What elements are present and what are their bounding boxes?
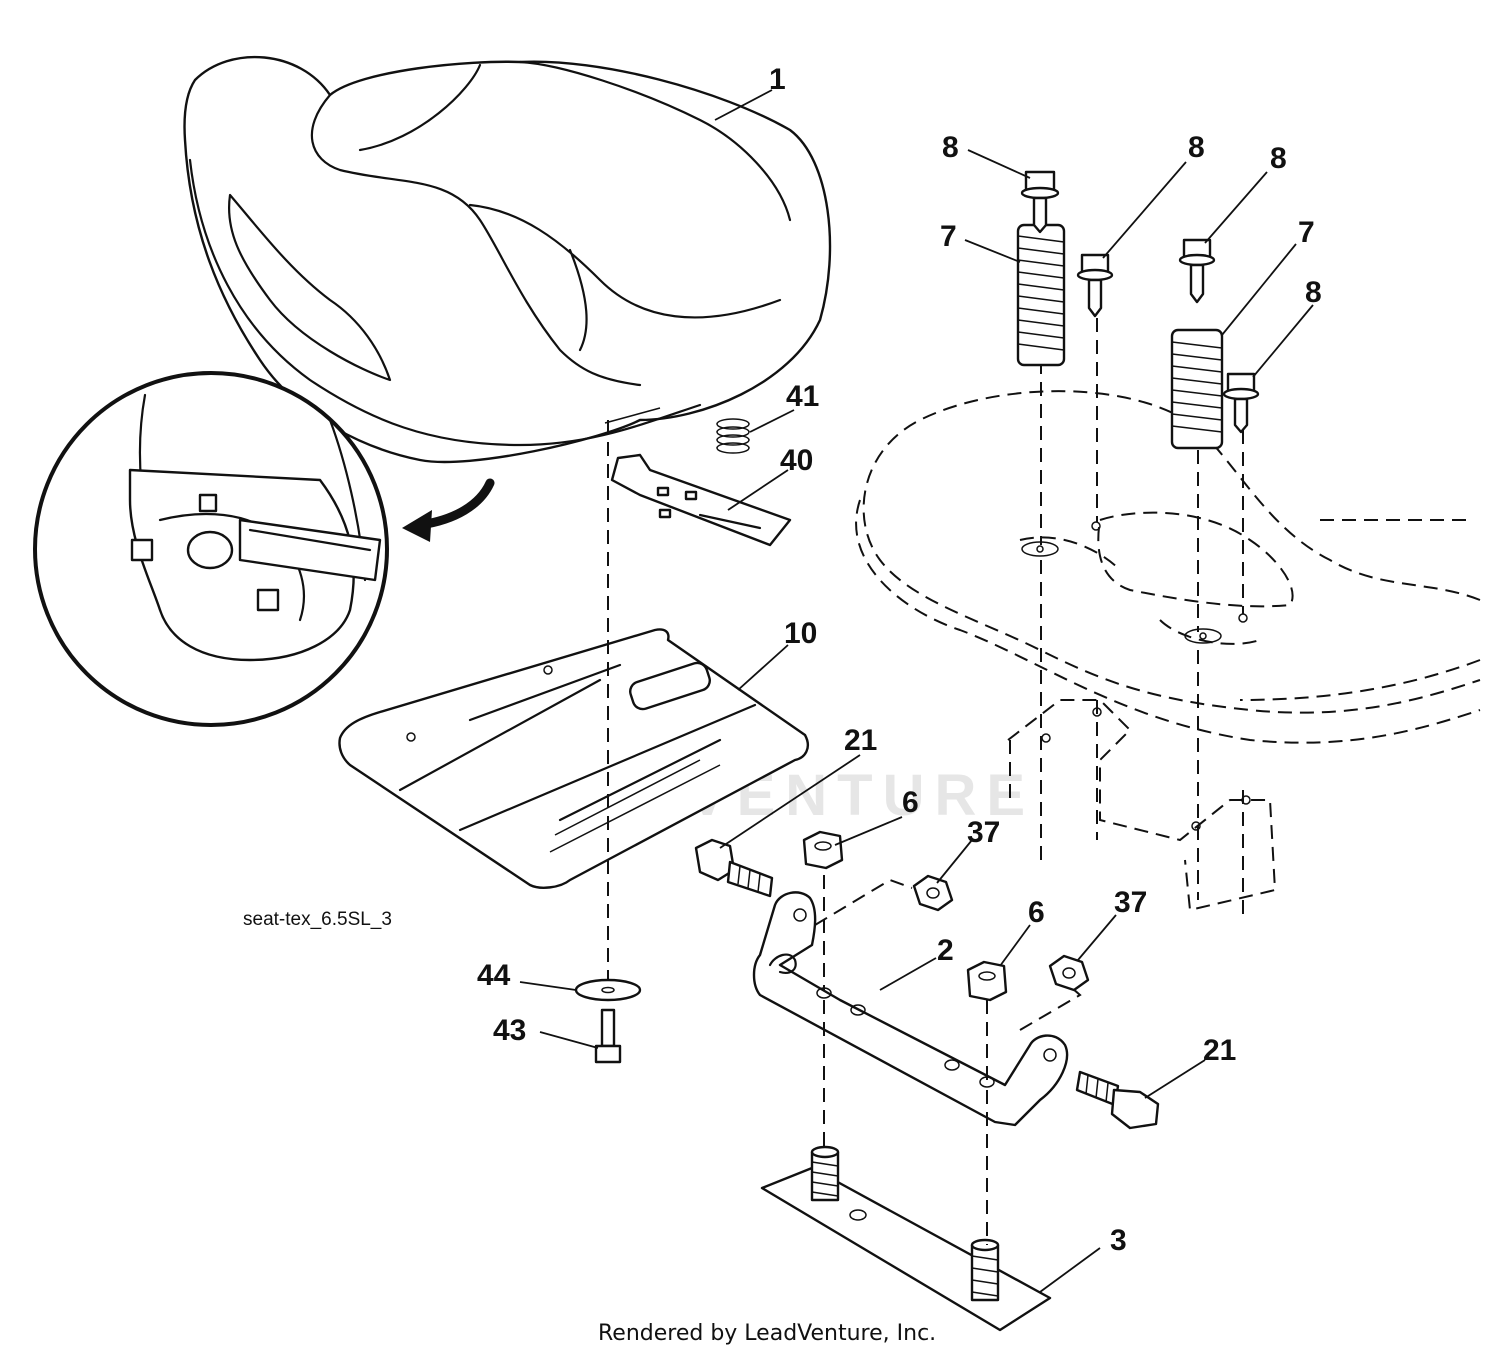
callout-8: 8 [942, 131, 959, 164]
screw-part-8-b [1076, 253, 1114, 318]
bolt-part-21-left [694, 838, 774, 898]
footer-credit: Rendered by LeadVenture, Inc. [598, 1321, 936, 1346]
clip-part-40 [610, 453, 792, 547]
lock-nut-part-6-a [802, 830, 844, 870]
plate-part-3 [760, 1145, 1052, 1332]
callout-21: 21 [844, 724, 877, 757]
callout-6: 6 [1028, 896, 1045, 929]
callout-7: 7 [1298, 216, 1315, 249]
callout-6: 6 [902, 786, 919, 819]
callout-37: 37 [967, 816, 1000, 849]
bolt-part-21-right [1075, 1070, 1160, 1130]
washer-part-44 [574, 978, 642, 1002]
callout-43: 43 [493, 1014, 526, 1047]
callout-1: 1 [769, 63, 786, 96]
spring-part-7-left [1016, 223, 1066, 367]
seat-pan-part-10 [338, 628, 809, 889]
bolt-part-43 [594, 1008, 622, 1064]
callout-7: 7 [940, 220, 957, 253]
callout-8: 8 [1270, 142, 1287, 175]
screw-part-8-c [1178, 238, 1216, 304]
callout-40: 40 [780, 444, 813, 477]
nut-part-37-b [1048, 954, 1090, 992]
callout-8: 8 [1305, 276, 1322, 309]
callout-2: 2 [937, 934, 954, 967]
lock-nut-part-6-b [966, 960, 1008, 1002]
callout-8: 8 [1188, 131, 1205, 164]
detail-arrow-icon [402, 478, 495, 542]
deck-assembly-lines [1040, 318, 1244, 920]
callout-3: 3 [1110, 1224, 1127, 1257]
callout-10: 10 [784, 617, 817, 650]
mower-deck-frame [855, 390, 1481, 912]
spring-part-7-right [1170, 328, 1224, 450]
seat-part-1 [183, 55, 832, 464]
bracket-part-2 [752, 891, 1069, 1127]
callout-labels: 1 8 8 8 8 7 7 41 40 10 21 21 6 6 37 37 2… [477, 63, 1322, 1257]
callout-44: 44 [477, 959, 511, 992]
callout-37: 37 [1114, 886, 1147, 919]
screw-part-8-a [1020, 170, 1060, 234]
leader-lines [519, 89, 1314, 1293]
nut-part-37-a [912, 874, 954, 912]
screw-part-8-d [1222, 372, 1260, 434]
spring-part-41 [716, 418, 750, 454]
detail-inset [33, 371, 389, 727]
diagram-code-label: seat-tex_6.5SL_3 [243, 909, 392, 930]
callout-21: 21 [1203, 1034, 1236, 1067]
callout-41: 41 [786, 380, 819, 413]
